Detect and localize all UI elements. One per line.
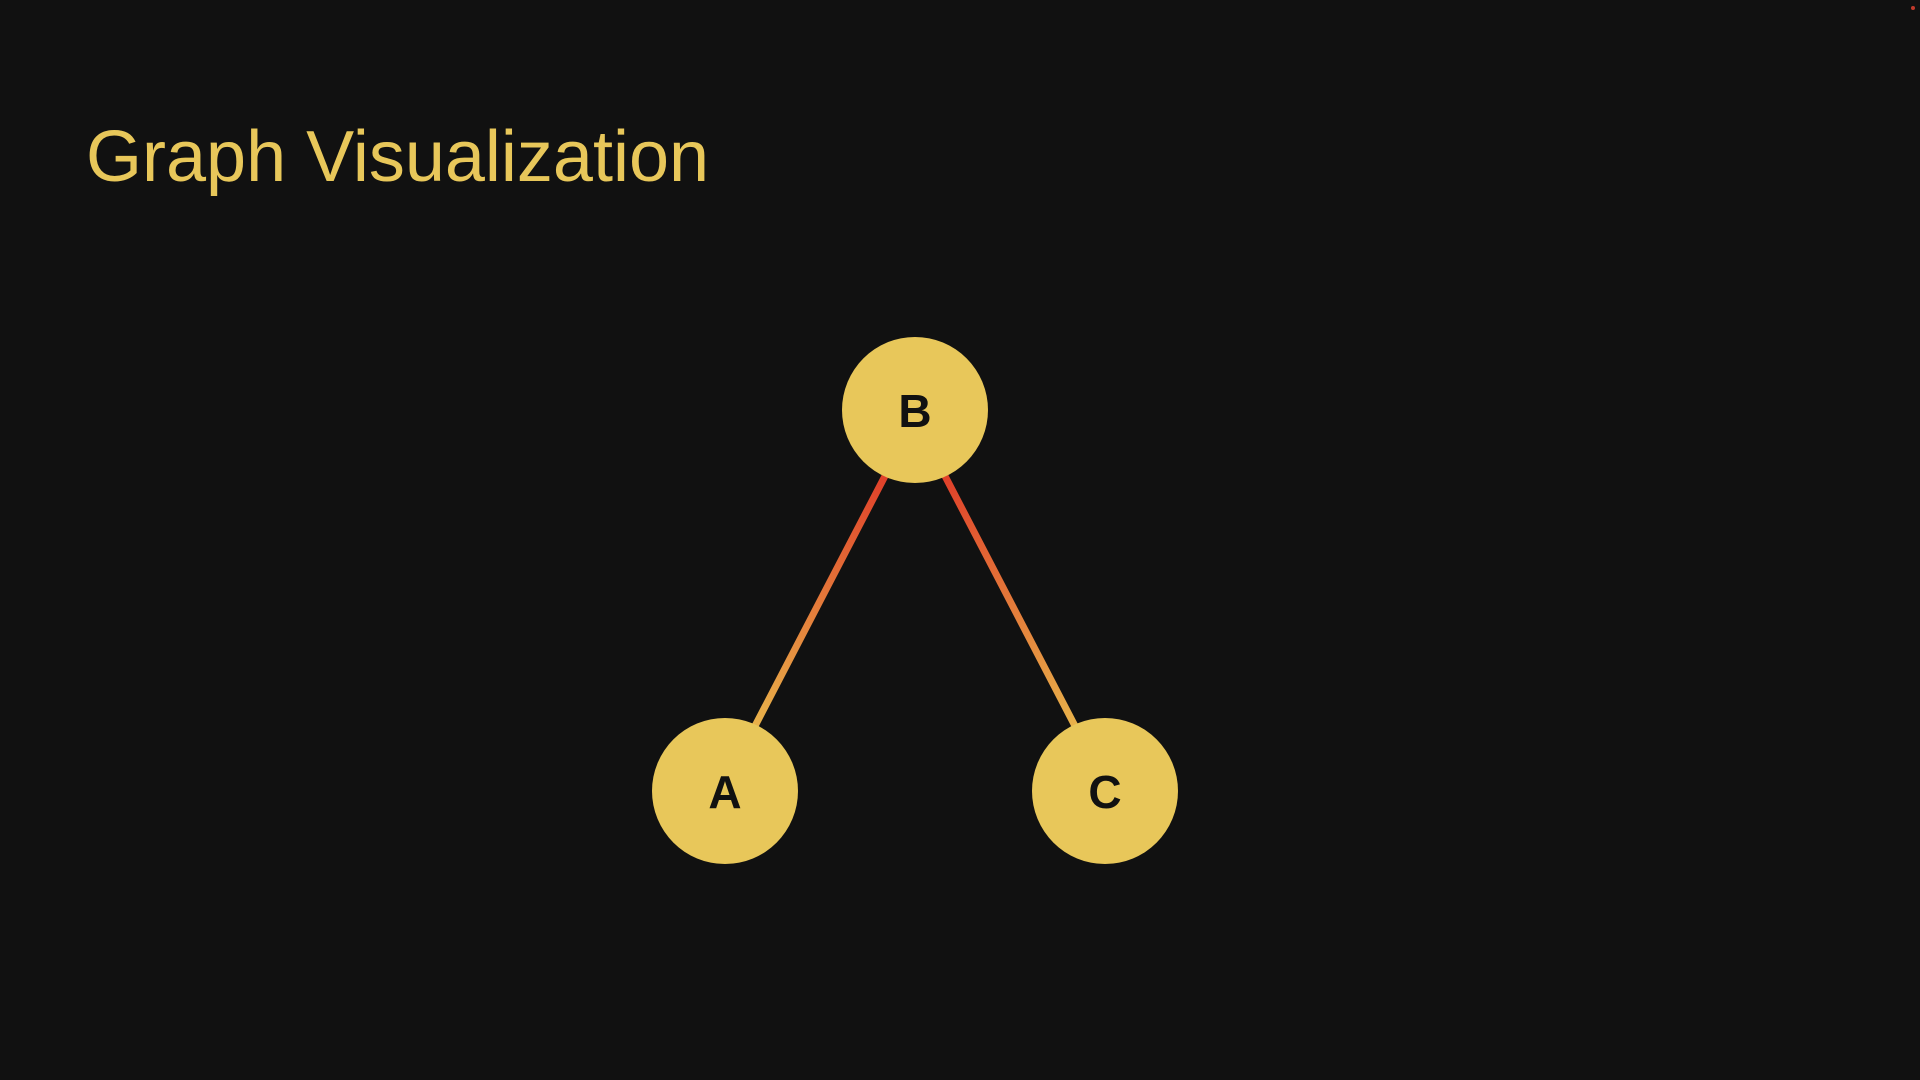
node-c-circle (1032, 718, 1178, 864)
node-b-label: B (898, 385, 931, 437)
node-c-label: C (1088, 766, 1121, 818)
node-b-circle (842, 337, 988, 483)
node-a[interactable]: A (652, 718, 798, 864)
node-a-label: A (708, 766, 741, 818)
page-title: Graph Visualization (86, 117, 710, 197)
corner-indicator-dot (1911, 6, 1915, 10)
node-a-circle (652, 718, 798, 864)
node-c[interactable]: C (1032, 718, 1178, 864)
edge-b-a (751, 472, 889, 730)
nodes-layer: B A C (652, 337, 1178, 864)
node-b[interactable]: B (842, 337, 988, 483)
edges-layer (751, 472, 1079, 730)
edge-b-c (941, 472, 1079, 730)
